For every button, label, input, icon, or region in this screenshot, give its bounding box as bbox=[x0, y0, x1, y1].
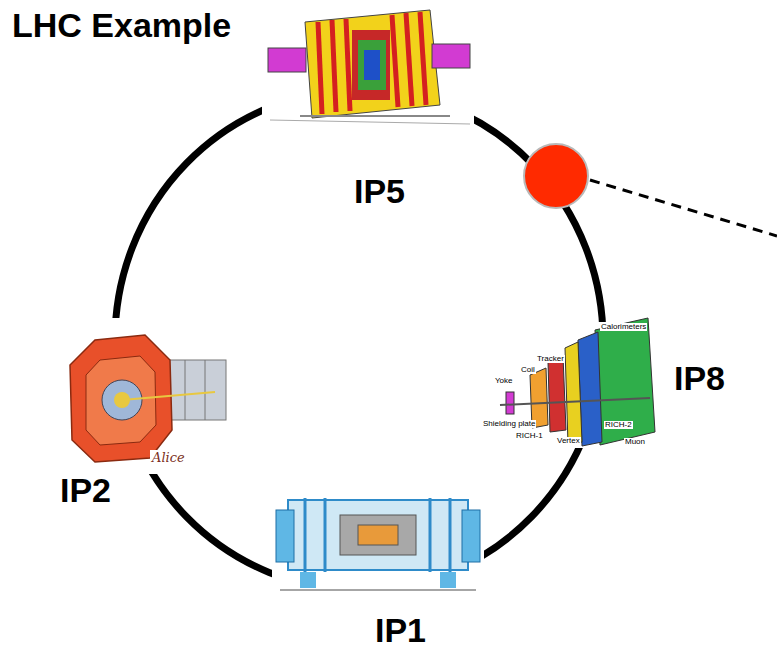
diagram-title: LHC Example bbox=[12, 8, 231, 42]
atlas-detector bbox=[272, 478, 484, 594]
interaction-point: IP1 bbox=[375, 613, 426, 647]
part-name: Shielding plate bbox=[482, 420, 536, 428]
part-name: Coil bbox=[520, 366, 536, 374]
part-name: Tracker bbox=[536, 355, 565, 363]
part-name: Calorimeters bbox=[600, 323, 647, 331]
part-name: Vertex bbox=[556, 437, 581, 445]
cms-detector bbox=[262, 0, 474, 126]
location-dot bbox=[524, 144, 588, 208]
interaction-point: IP5 bbox=[354, 174, 405, 208]
interaction-point: IP2 bbox=[60, 473, 111, 507]
part-name: RICH-1 bbox=[515, 432, 544, 440]
alice-detector bbox=[58, 318, 234, 474]
part-name: Muon bbox=[624, 438, 646, 446]
interaction-point: IP8 bbox=[674, 361, 725, 395]
detector-logo: Alice bbox=[150, 450, 187, 465]
part-name: Yoke bbox=[494, 377, 514, 385]
lhcb-detector bbox=[480, 318, 662, 448]
dashed-leader bbox=[590, 180, 777, 236]
part-name: RICH-2 bbox=[604, 421, 633, 429]
